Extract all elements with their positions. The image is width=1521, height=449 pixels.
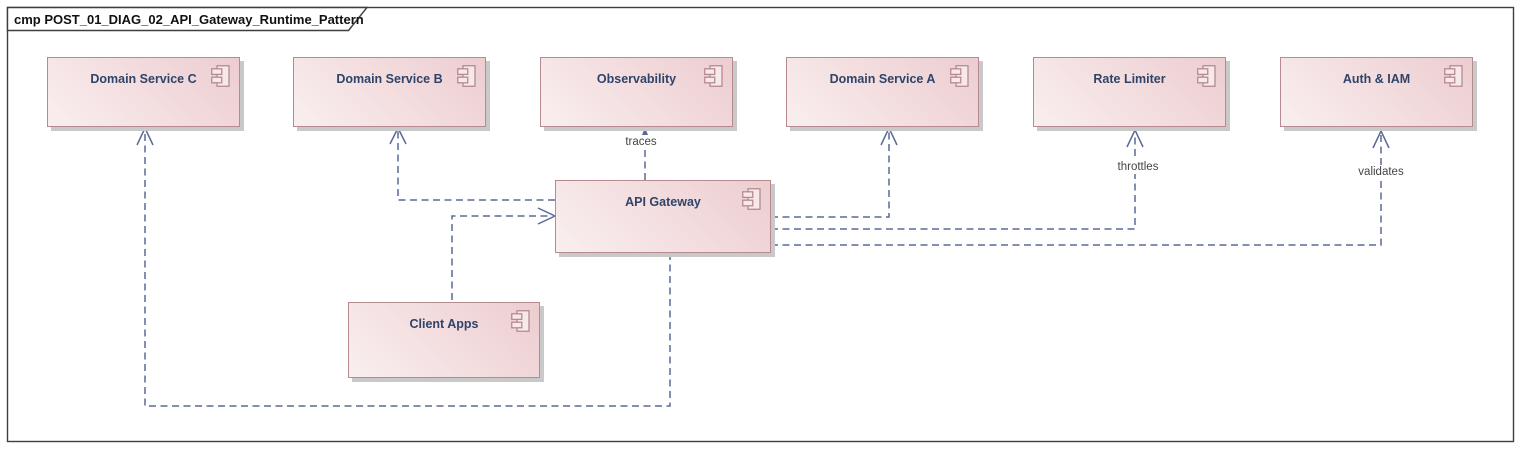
connector-label-throttles: throttles bbox=[1114, 160, 1162, 174]
component-label: Client Apps bbox=[409, 317, 479, 331]
connector-label-traces: traces bbox=[622, 135, 660, 149]
frame-tab bbox=[6, 6, 369, 32]
component-icon bbox=[1197, 65, 1216, 87]
component-icon bbox=[1444, 65, 1463, 87]
component-label: Rate Limiter bbox=[1093, 72, 1166, 86]
component-label: Domain Service C bbox=[90, 72, 197, 86]
component-auth-iam[interactable]: Auth & IAM bbox=[1280, 57, 1473, 127]
component-rate-limiter[interactable]: Rate Limiter bbox=[1033, 57, 1226, 127]
component-label: API Gateway bbox=[625, 195, 701, 209]
component-observability[interactable]: Observability bbox=[540, 57, 733, 127]
component-icon bbox=[704, 65, 723, 87]
connector-api-gateway-to-domain-service-c[interactable] bbox=[136, 126, 671, 407]
component-domain-service-c[interactable]: Domain Service C bbox=[47, 57, 240, 127]
component-api-gateway[interactable]: API Gateway bbox=[555, 180, 771, 253]
component-label: Observability bbox=[596, 72, 677, 86]
component-domain-service-b[interactable]: Domain Service B bbox=[293, 57, 486, 127]
component-label: Domain Service B bbox=[336, 72, 443, 86]
frame-title: cmp POST_01_DIAG_02_API_Gateway_Runtime_… bbox=[14, 12, 364, 27]
connector-label-validates: validates bbox=[1355, 165, 1407, 179]
component-icon bbox=[211, 65, 230, 87]
component-icon bbox=[511, 310, 530, 332]
component-client-apps[interactable]: Client Apps bbox=[348, 302, 540, 378]
connector-client-apps-to-api-gateway[interactable] bbox=[451, 207, 557, 300]
component-icon bbox=[742, 188, 761, 210]
connector-api-gateway-to-domain-service-b[interactable] bbox=[389, 126, 555, 201]
diagram-frame bbox=[6, 6, 1515, 443]
component-icon bbox=[950, 65, 969, 87]
component-icon bbox=[457, 65, 476, 87]
connector-api-gateway-to-domain-service-a[interactable] bbox=[771, 126, 898, 218]
component-label: Auth & IAM bbox=[1342, 72, 1411, 86]
component-label: Domain Service A bbox=[829, 72, 936, 86]
component-domain-service-a[interactable]: Domain Service A bbox=[786, 57, 979, 127]
connector-api-gateway-to-rate-limiter[interactable] bbox=[771, 128, 1144, 230]
connector-api-gateway-to-auth-iam[interactable] bbox=[771, 129, 1390, 246]
